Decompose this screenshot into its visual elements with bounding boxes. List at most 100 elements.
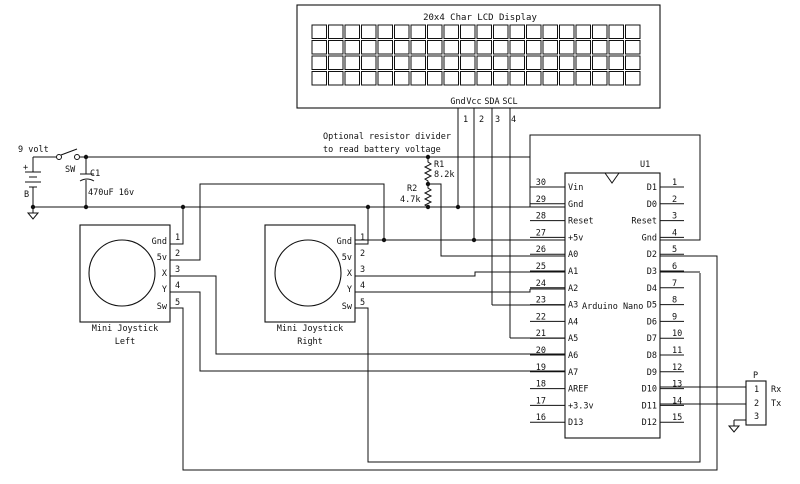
lcd-character-cell [460, 71, 476, 86]
lcd-character-cell [427, 71, 443, 86]
lcd-character-cell [394, 55, 410, 70]
lcd-character-grid [311, 24, 641, 86]
capacitor-c1 [79, 157, 95, 207]
lcd-character-cell [592, 55, 608, 70]
joystick-right-pin-4: 4 [360, 281, 365, 291]
lcd-pin-vcc-label: Vcc [466, 97, 481, 107]
lcd-title: 20x4 Char LCD Display [423, 13, 537, 23]
joystick-right-wires [355, 207, 701, 463]
connector-pin-1: 1 [754, 385, 759, 395]
arduino-left-pin-number: 16 [536, 413, 546, 423]
arduino-left-pin-label: A1 [568, 267, 578, 277]
lcd-character-cell [625, 40, 641, 55]
lcd-character-cell [542, 55, 558, 70]
connector-ref: P [753, 371, 758, 381]
arduino-right-pin-number: 6 [672, 262, 677, 272]
arduino-right-pin-label: D10 [642, 385, 657, 395]
arduino-left-pin-label: A0 [568, 250, 578, 260]
arduino-right-pin-label: D8 [647, 351, 657, 361]
arduino-left-pin-label: A6 [568, 351, 578, 361]
arduino-left-pin-label: Reset [568, 217, 594, 227]
lcd-pin-scl-label: SCL [502, 97, 517, 107]
joystick-right-pin-5: 5 [360, 298, 365, 308]
lcd-character-cell [311, 40, 327, 55]
arduino-right-pin-number: 13 [672, 380, 682, 390]
arduino-left-pin-label: +5v [568, 233, 583, 243]
lcd-character-cell [625, 55, 641, 70]
lcd-character-cell [410, 40, 426, 55]
joystick-right-pin-1: 1 [360, 233, 365, 243]
arduino-right-pin-number: 15 [672, 413, 682, 423]
lcd-character-cell [344, 24, 360, 39]
arduino-right-pin-label: Reset [631, 217, 657, 227]
lcd-character-cell [509, 24, 525, 39]
lcd-character-cell [311, 71, 327, 86]
lcd-character-cell [377, 71, 393, 86]
lcd-character-cell [427, 55, 443, 70]
arduino-name: Arduino Nano [582, 302, 643, 312]
lcd-character-cell [625, 71, 641, 86]
arduino-left-pin-number: 22 [536, 312, 546, 322]
lcd-character-cell [542, 71, 558, 86]
lcd-pin-1-number: 1 [463, 115, 468, 125]
r1-ref: R1 [434, 160, 444, 170]
lcd-character-cell [427, 24, 443, 39]
serial-wires [660, 386, 746, 433]
arduino-left-pin-number: 29 [536, 195, 546, 205]
joystick-left-pin-sw: Sw [157, 302, 168, 312]
capacitor-ref: C1 [90, 169, 100, 179]
arduino-right-pin-label: Gnd [642, 233, 657, 243]
lcd-character-cell [328, 71, 344, 86]
switch-ref: SW [65, 165, 76, 175]
lcd-character-cell [328, 55, 344, 70]
joystick-right: Gnd 5v X Y Sw 1 2 3 4 5 Mini Joystick Ri… [264, 224, 365, 347]
joystick-right-pin-sw: Sw [342, 302, 353, 312]
joystick-right-pin-2: 2 [360, 249, 365, 259]
lcd-pin-3-number: 3 [495, 115, 500, 125]
arduino-left-pin-number: 26 [536, 245, 546, 255]
arduino-left-pin-label: D13 [568, 418, 583, 428]
arduino-left-pin-number: 23 [536, 296, 546, 306]
arduino-right-pin-label: D3 [647, 267, 657, 277]
arduino-left-pin-label: AREF [568, 385, 588, 395]
lcd-character-cell [476, 40, 492, 55]
lcd-character-cell [592, 24, 608, 39]
arduino-right-pin-label: D4 [647, 284, 657, 294]
arduino-right-pin-label: D7 [647, 334, 657, 344]
lcd-character-cell [592, 40, 608, 55]
lcd-character-cell [509, 55, 525, 70]
divider-note-line-1: Optional resistor divider [323, 132, 451, 142]
lcd-character-cell [344, 71, 360, 86]
arduino-left-pin-number: 18 [536, 380, 546, 390]
joystick-left-title-1: Mini Joystick [92, 324, 159, 334]
lcd-pin-4-number: 4 [511, 115, 516, 125]
arduino-right-pin-number: 4 [672, 228, 677, 238]
joystick-left: Gnd 5v X Y Sw 1 2 3 4 5 Mini Joystick Le… [79, 224, 180, 347]
battery-voltage-label: 9 volt [18, 145, 49, 155]
lcd-character-cell [592, 71, 608, 86]
arduino-right-pin-number: 12 [672, 363, 682, 373]
joystick-right-pin-x: X [347, 269, 353, 279]
lcd-character-cell [559, 24, 575, 39]
lcd-pin-sda-label: SDA [484, 97, 499, 107]
lcd-character-cell [493, 71, 509, 86]
arduino-ref: U1 [640, 160, 650, 170]
lcd-character-cell [608, 40, 624, 55]
joystick-left-pin-2: 2 [175, 249, 180, 259]
lcd-character-cell [493, 40, 509, 55]
resistor-divider: Optional resistor divider to read batter… [323, 132, 530, 257]
arduino-left-pin-label: A4 [568, 317, 578, 327]
arduino-power-wires [529, 134, 717, 372]
connector-label-tx: Tx [771, 399, 781, 409]
arduino-left-pin-number: 27 [536, 228, 546, 238]
divider-note-line-2: to read battery voltage [323, 145, 441, 155]
lcd-character-cell [493, 24, 509, 39]
capacitor-value: 470uF 16v [88, 188, 134, 198]
lcd-character-cell [526, 71, 542, 86]
lcd-character-cell [575, 55, 591, 70]
arduino-left-pin-number: 28 [536, 212, 546, 222]
arduino-right-pin-label: D12 [642, 418, 657, 428]
